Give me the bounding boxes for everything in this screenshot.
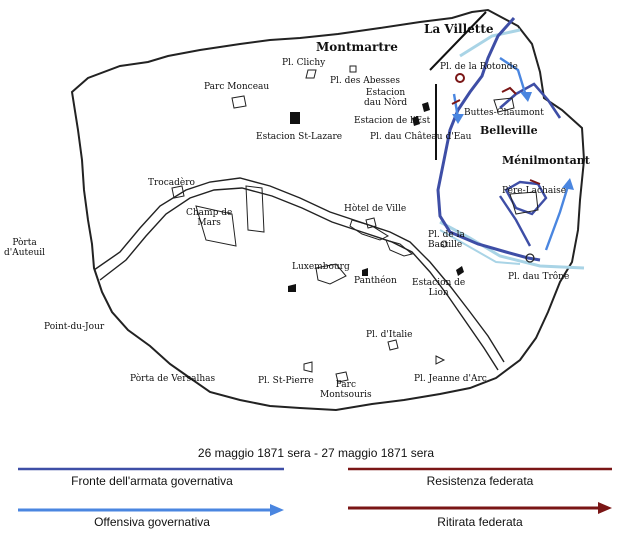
resistance-belleville <box>451 99 461 105</box>
label-estacion-st-lazare: Estacion St-Lazare <box>256 132 343 142</box>
pl-jeanne-arc-shape <box>435 355 446 365</box>
label-pl-bastille: Pl. de la Bastille <box>428 230 465 250</box>
montparnasse-shape <box>288 284 296 292</box>
luxembourg-shape <box>315 263 347 285</box>
label-pl-jeanne-arc: Pl. Jeanne d'Arc <box>414 374 487 384</box>
label-estacion-est: Estacion de l'Est <box>354 116 431 126</box>
label-champ-de-mars: Champ de Mars <box>186 208 232 228</box>
estacion-lion-shape <box>456 266 464 276</box>
offensive-arrow-2-head <box>452 114 464 124</box>
offensive-arrow-1-head <box>520 92 532 102</box>
government-front-line <box>436 17 541 262</box>
hotel-de-ville-shape <box>365 217 377 229</box>
legend-title: 26 maggio 1871 sera - 27 maggio 1871 ser… <box>197 446 435 460</box>
government-front-line-4 <box>499 195 532 247</box>
government-front-line-2 <box>499 82 562 119</box>
legend-retreat-label: Ritirata federata <box>437 515 523 529</box>
pl-st-pierre-shape <box>303 361 313 373</box>
legend-front-label: Fronte dell'armata governativa <box>71 474 233 488</box>
buttes-chaumont-shape <box>493 97 515 113</box>
offensive-arrow-3-head <box>562 178 574 190</box>
label-buttes-chaumont: Buttes-Chaumont <box>464 108 544 118</box>
label-parc-montsouris: Parc Montsouris <box>320 380 372 400</box>
resistance-buttes-chaumont <box>501 86 517 95</box>
legend-retreat-arrowhead <box>598 502 612 514</box>
legend-symbols <box>18 467 612 516</box>
label-porta-versalhas: Pòrta de Versalhas <box>130 374 216 384</box>
pere-lachaise-shape <box>509 191 539 215</box>
estacion-st-lazare-shape <box>290 112 300 124</box>
pl-italie-shape <box>387 339 399 351</box>
city-outline <box>70 8 586 412</box>
label-estacion-lion: Estacion de Lion <box>412 278 465 298</box>
label-point-du-jour: Point-du-Jour <box>44 322 105 332</box>
label-menilmontant: Ménilmontant <box>502 154 590 167</box>
resistance-pere-lachaise <box>529 179 541 185</box>
light-blue-line-east <box>439 220 585 270</box>
label-la-villette: La Villette <box>424 22 494 36</box>
label-montmartre: Montmartre <box>316 40 398 54</box>
government-front-line-3 <box>504 180 548 216</box>
pl-bastille-shape <box>440 240 448 248</box>
label-estacion-nord: Estacion dau Nòrd <box>364 88 407 108</box>
label-pl-chateau-eau: Pl. dau Château d'Eau <box>370 132 472 142</box>
label-pl-rotonde: Pl. de la Rotonde <box>440 62 518 72</box>
label-parc-monceau: Parc Monceau <box>204 82 270 92</box>
parc-montsouris-shape <box>335 371 349 383</box>
label-estacion-lion-2: Lion <box>428 288 449 298</box>
label-luxembourg: Luxembourg <box>292 262 350 272</box>
light-blue-line-north <box>459 28 521 58</box>
pl-abesses-shape <box>349 65 357 73</box>
label-estacion-nord-1: Estacion <box>365 88 406 98</box>
pl-trone-shape <box>525 253 535 263</box>
label-parc-montsouris-2: Montsouris <box>320 390 372 400</box>
label-estacion-lion-1: Estacion de <box>412 278 466 288</box>
label-pl-bastille-1: Pl. de la <box>428 230 465 240</box>
estacion-nord-shape <box>422 102 430 112</box>
champ-de-mars-shape <box>195 205 237 247</box>
label-pl-abesses: Pl. des Abesses <box>330 76 400 86</box>
label-pere-lachaise: Père-Lachaise <box>502 186 567 196</box>
offensive-arrow-3 <box>544 185 570 251</box>
estacion-est-shape <box>412 116 420 126</box>
label-hotel-de-ville: Hòtel de Ville <box>344 204 407 214</box>
paris-map <box>70 8 586 412</box>
label-pl-st-pierre: Pl. St-Pierre <box>258 376 314 386</box>
offensive-arrow-1 <box>499 57 528 97</box>
label-estacion-nord-2: dau Nòrd <box>364 98 408 108</box>
parc-monceau-shape <box>231 95 247 109</box>
resistance-rotonde <box>455 73 465 83</box>
label-porta-auteuil-2: d'Auteuil <box>4 248 46 258</box>
label-pantheon: Panthéon <box>354 276 397 286</box>
light-blue-line-lower <box>439 229 521 265</box>
label-porta-auteuil-1: Pòrta <box>12 238 37 248</box>
label-champ-de-mars-1: Champ de <box>186 208 233 218</box>
pl-clichy-shape <box>305 69 317 79</box>
pantheon-shape <box>362 268 368 276</box>
label-champ-de-mars-2: Mars <box>197 218 221 228</box>
trocadero-shape <box>171 185 185 199</box>
label-pl-clichy: Pl. Clichy <box>282 58 326 68</box>
canal-line-1 <box>429 11 487 71</box>
ile-de-la-cite <box>349 219 390 241</box>
label-trocadero: Trocadèro <box>148 178 195 188</box>
label-parc-montsouris-1: Parc <box>335 380 357 390</box>
ile-saint-louis <box>385 239 414 257</box>
label-belleville: Belleville <box>480 124 538 137</box>
label-pl-trone: Pl. dau Trône <box>508 272 570 282</box>
legend-offensive-label: Offensiva governativa <box>94 515 210 529</box>
legend-offensive-arrowhead <box>270 504 284 516</box>
invalides-shape <box>245 185 265 233</box>
seine-south-bank <box>99 187 499 371</box>
legend-resistance-label: Resistenza federata <box>426 474 534 488</box>
label-pl-italie: Pl. d'Italie <box>366 330 413 340</box>
label-porta-auteuil: Pòrta d'Auteuil <box>4 238 45 258</box>
label-pl-bastille-2: Bastille <box>428 240 463 250</box>
seine-north-bank <box>93 177 505 363</box>
